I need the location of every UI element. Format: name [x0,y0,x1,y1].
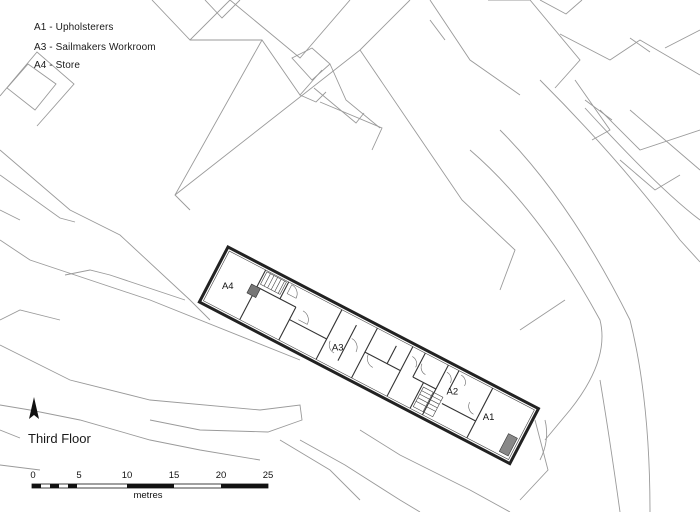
room-label-a3: A3 [332,343,344,354]
scale-bar [31,483,269,489]
room-label-a2: A2 [447,387,459,398]
room-label-a1: A1 [483,412,495,423]
stair-a4 [260,271,287,295]
scale-tick-20: 20 [215,470,227,481]
scale-tick-5: 5 [76,470,82,481]
building-floor-plan: A4 A3 A2 A1 [197,244,541,466]
stair-a2 [412,386,444,418]
partitions [239,269,494,439]
door-swings [286,284,474,415]
scale-tick-0: 0 [30,470,36,481]
scale-tick-10: 10 [121,470,133,481]
scale-tick-25: 25 [262,470,274,481]
lift-core [246,283,261,298]
scale-tick-15: 15 [168,470,180,481]
legend-item-a3: A3 - Sailmakers Workroom [34,42,156,53]
outer-wall [197,244,541,466]
legend-item-a1: A1 - Upholsterers [34,22,114,33]
service-duct [498,433,518,457]
floor-title: Third Floor [28,431,91,446]
north-arrow-icon [29,397,39,419]
legend-item-a4: A4 - Store [34,60,81,71]
room-label-a4: A4 [222,281,234,292]
scale-unit: metres [133,490,163,501]
